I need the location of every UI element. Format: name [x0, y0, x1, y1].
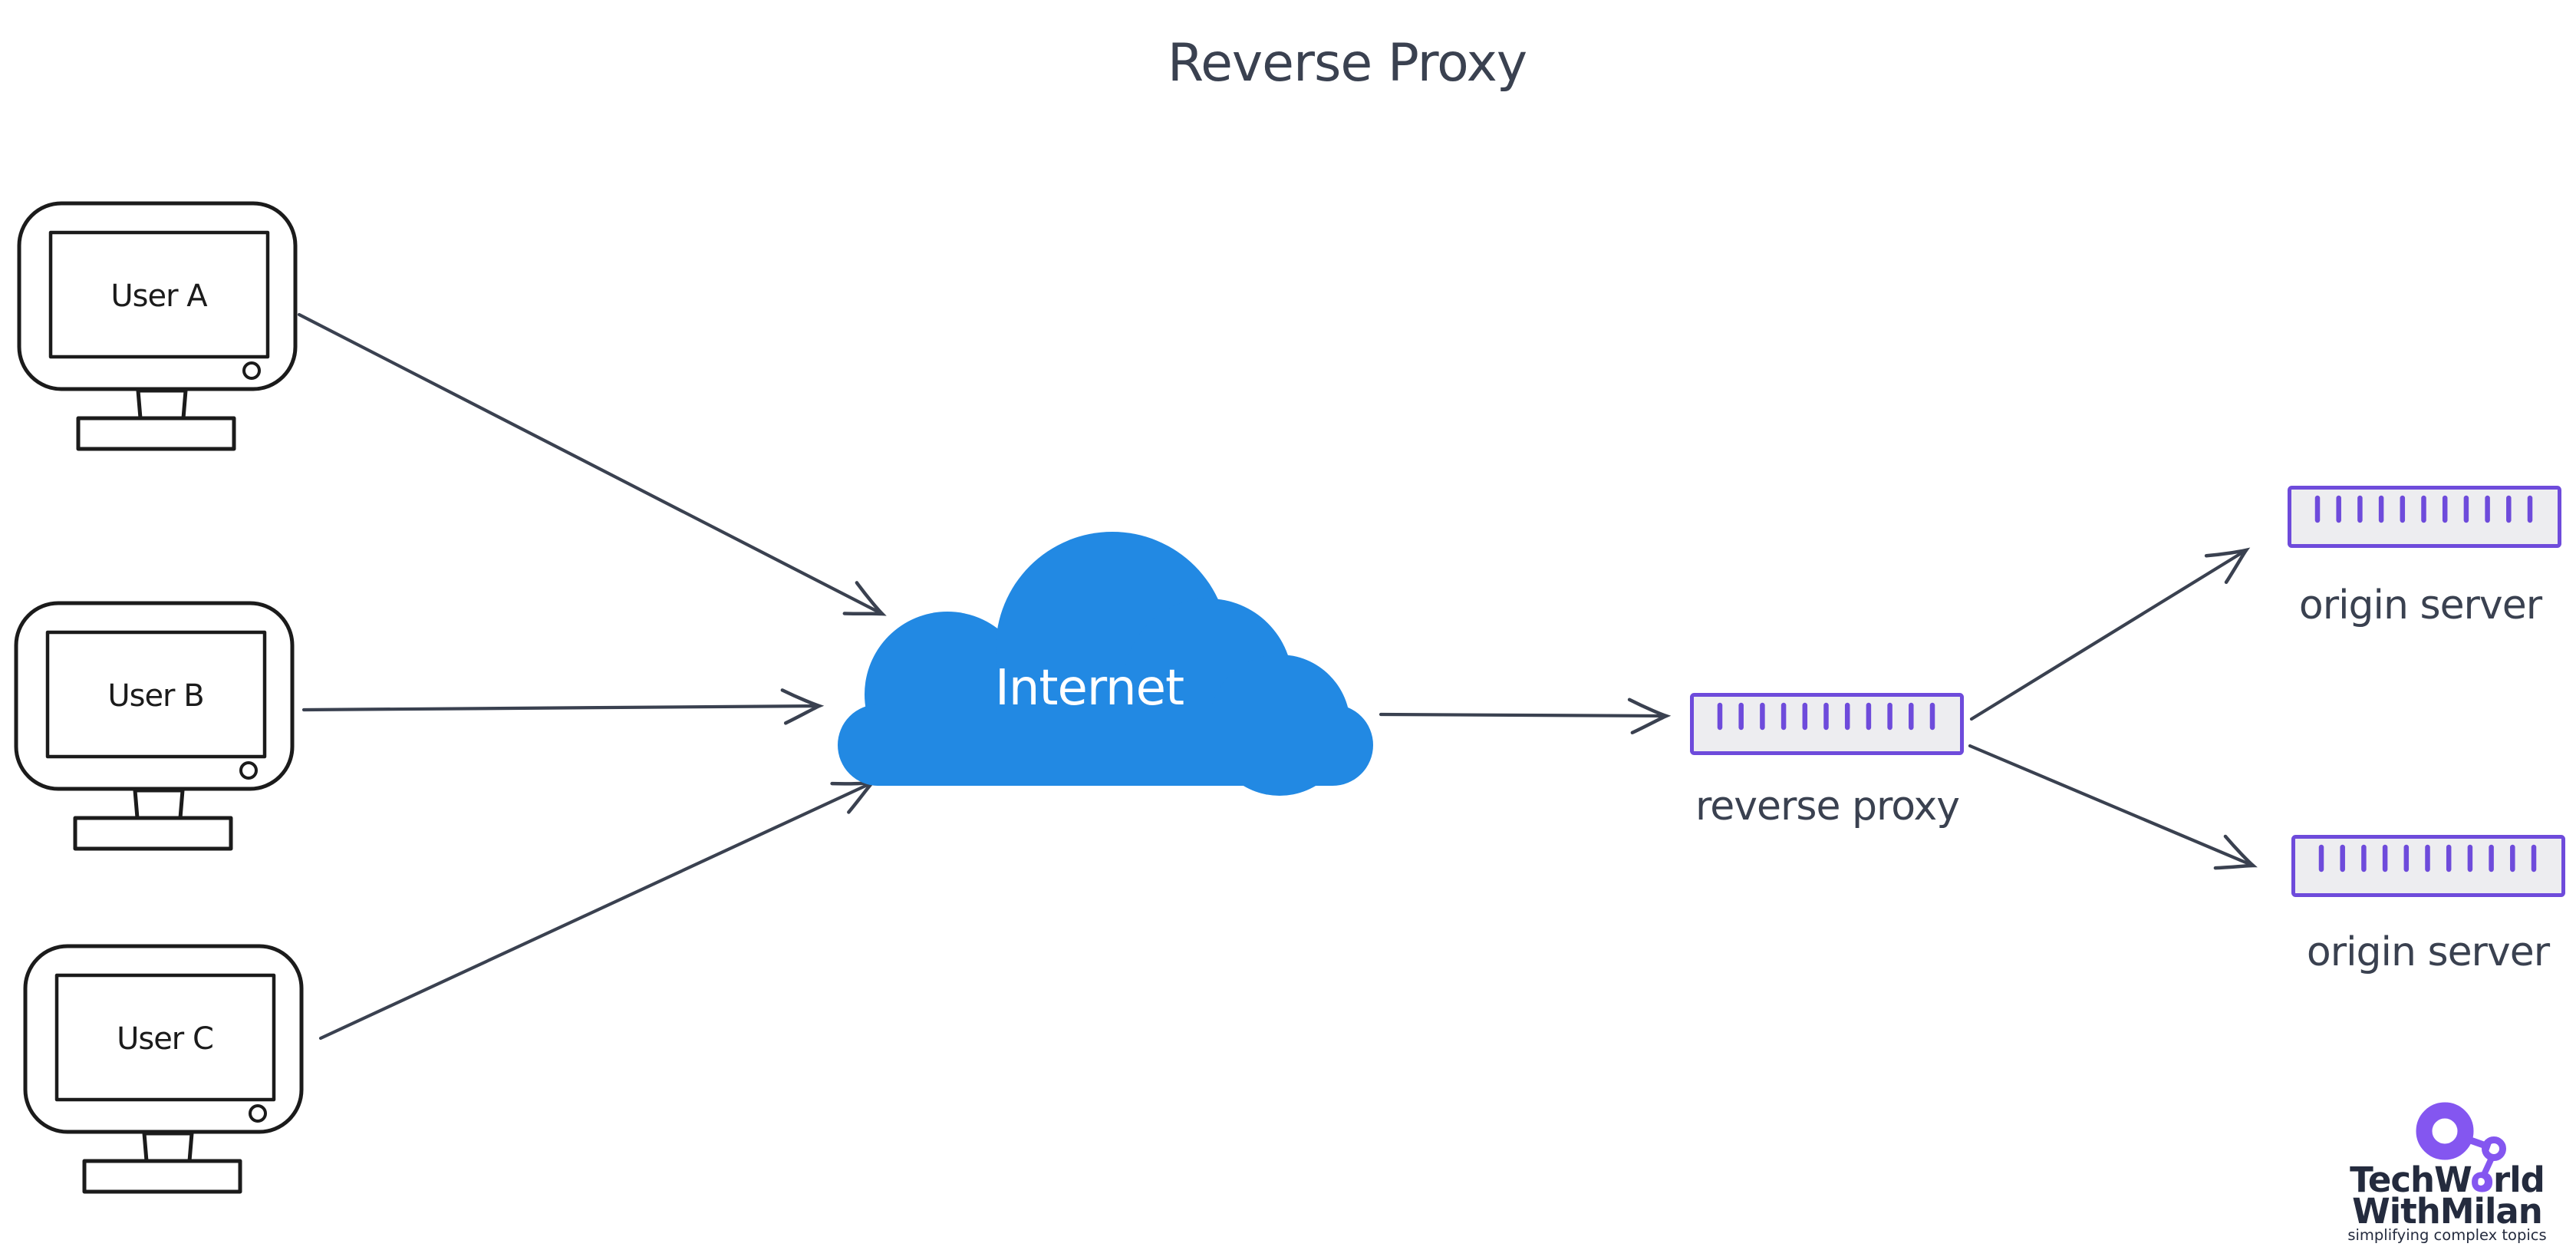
monitor-icon — [19, 203, 295, 449]
brand-logo: TechWorld WithMilan simplifying complex … — [2347, 1102, 2547, 1244]
client-node-user-a: User A — [19, 203, 295, 449]
arrow-user-c-to-internet — [318, 780, 877, 1041]
brand-name-line2: WithMilan — [2352, 1191, 2542, 1232]
client-node-user-b: User B — [16, 603, 292, 849]
brand-text: TechWorld WithMilan simplifying complex … — [2347, 1159, 2546, 1244]
client-label-user-b: User B — [107, 678, 203, 714]
server-labels: reverse proxy origin server origin serve… — [1695, 582, 2551, 975]
molecule-atom-large — [2416, 1102, 2474, 1160]
arrow-user-a-to-internet — [297, 312, 887, 616]
client-node-user-c: User C — [25, 946, 301, 1192]
client-label-user-c: User C — [117, 1021, 213, 1057]
client-label-user-a: User A — [110, 279, 208, 314]
brand-tagline: simplifying complex topics — [2347, 1226, 2546, 1244]
diagram-title: Reverse Proxy — [1168, 33, 1527, 94]
internet-label: Internet — [995, 660, 1184, 717]
arrow-user-b-to-internet — [301, 688, 825, 725]
client-nodes: User A User B User C — [16, 203, 301, 1192]
monitor-icon — [25, 946, 301, 1192]
cloud-base — [838, 704, 1373, 786]
origin-server-2-rack-icon — [2294, 837, 2564, 896]
molecule-icon — [2416, 1102, 2506, 1190]
molecule-atom-medium — [2482, 1136, 2506, 1161]
connection-arrows — [297, 312, 2258, 1041]
internet-node: Internet — [838, 532, 1373, 796]
cloud-icon — [838, 532, 1373, 796]
molecule-atom-small — [2472, 1173, 2489, 1190]
arrow-reverse-proxy-to-origin-server-2 — [1968, 744, 2258, 870]
arrow-reverse-proxy-to-origin-server-1 — [1969, 547, 2251, 721]
arrow-internet-to-reverse-proxy — [1379, 698, 1672, 735]
origin-server-1-rack-icon — [2290, 488, 2560, 546]
monitor-icon — [16, 603, 292, 849]
brand-name-line1: TechWorld — [2350, 1159, 2545, 1200]
origin-server-1-label: origin server — [2299, 582, 2543, 628]
reverse-proxy-rack-icon — [1692, 695, 1962, 754]
reverse-proxy-label: reverse proxy — [1695, 783, 1959, 830]
origin-server-2-label: origin server — [2307, 929, 2551, 975]
